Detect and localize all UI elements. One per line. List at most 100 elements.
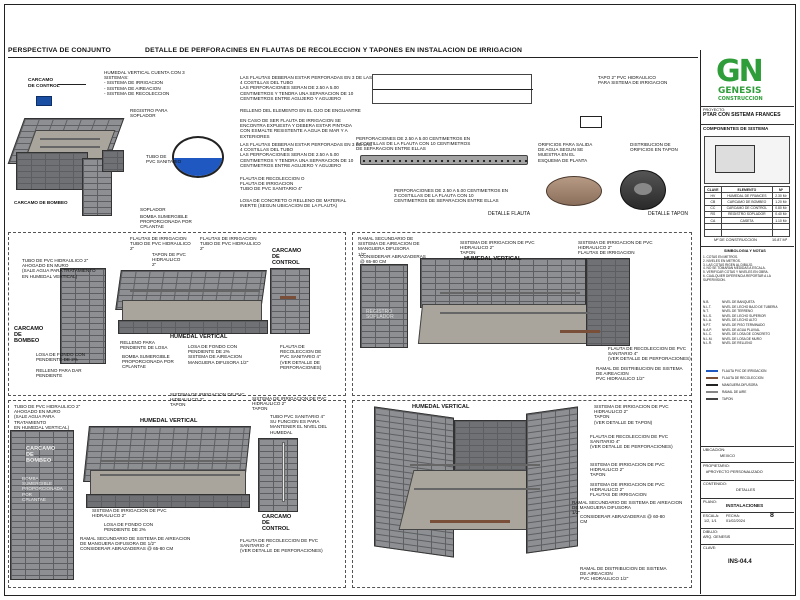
tapon-cap-3d [546, 176, 602, 206]
panel-c [8, 400, 346, 588]
panel-d [352, 400, 692, 588]
label-tubo-sanitario-c: TUBO PVC SANITARIO 4" SU FUNCION ES PARA… [270, 414, 328, 435]
irrigation-flute [440, 312, 590, 314]
irrigation-flute [410, 464, 540, 466]
tb-lista: N.B. N.L.T. N.T. N.L.S. N.L.A. N.P.T. N.… [703, 300, 713, 346]
panel-b [352, 232, 692, 396]
note-flauta-tubo: FLAUTA DE RECOLECCION O FLAUTA DE IRRIGA… [240, 176, 305, 192]
irrigation-flute [100, 474, 240, 476]
tb-divider [700, 498, 794, 499]
humedal-side-b [586, 258, 630, 346]
tb-proyecto-label: PROYECTO: [703, 108, 726, 112]
tapon-section [580, 116, 602, 128]
humedal-front-c [86, 494, 250, 508]
irrigation-flute [100, 460, 240, 462]
tb-divider [700, 512, 794, 513]
label-relleno-losa-a: RELLENO PARA PENDIENTE DE LOSA [120, 340, 168, 351]
label-humedal-sistemas: HUMEDAL VERTICAL CUENTA CON 3 SISTEMAS: … [104, 70, 185, 96]
collection-pipe [280, 296, 296, 299]
header-line [8, 57, 698, 58]
label-ramal-c: RAMAL SECUNDARIO DE SISTEMA DE AIREACION… [80, 536, 191, 552]
label-sistema-irr-b: SISTEMA DE IRRIGACION DE PVC HIDRAULICO … [460, 240, 535, 256]
label-carcamo-bombeo-a: CARCAMO DE BOMBEO [14, 326, 44, 345]
label-sistema-irr-c2: SISTEMA DE IRRIGACION DE PVC HIDRAULICO … [252, 396, 327, 412]
collection-pipe [430, 520, 510, 523]
humedal-back-b [420, 258, 586, 308]
carcamo-bombeo-c [10, 430, 74, 580]
label-relleno-a: RELLENO PARA DAR PENDIENTE [36, 368, 82, 379]
flute-plan-view [372, 74, 533, 104]
tb-site-plan-box [715, 145, 755, 173]
title-block [700, 50, 794, 594]
carcamo-bombeo-a [60, 268, 106, 364]
label-humedal-c: HUMEDAL VERTICAL [140, 418, 198, 424]
tb-divider [700, 528, 794, 529]
label-tapo: TAPO 2" PVC HIDRAULICO PARA SISTEMA DE I… [598, 75, 668, 86]
tb-site-plan [704, 136, 790, 184]
leader-line [373, 89, 533, 90]
tapon-hole [634, 183, 652, 195]
label-detalle-flauta: DETALLE FLAUTA [488, 211, 531, 217]
humedal-back-d [454, 420, 538, 480]
label-ramal-b: RAMAL SECUNDARIO DE SISTEMA DE AIREACION… [358, 236, 420, 257]
sanitary-pipe [282, 442, 285, 502]
note-flauta-irrigacion: EN CASO DE SER FLAUTA DE IRRIGACION SE E… [240, 118, 352, 139]
tb-propietario: #PROYECTO PERSONALIZADO [706, 470, 763, 474]
note-relleno: RELLENO DEL ELEMENTO EN EL OJO DE ENGUAN… [240, 108, 361, 113]
label-perforaciones-1: PERFORACIONES DE 2.50 A 5.00 CENTIMETROS… [356, 136, 471, 152]
table-cell [771, 229, 791, 237]
tb-propietario-label: PROPIETARIO: [703, 464, 730, 468]
legend-label: MANGUERA DIFUSORA [722, 383, 758, 387]
label-bomba-c: BOMBA SUMERGIBLE PROPORCIONADA POR CPLAN… [22, 476, 63, 502]
label-soplador: SOPLADOR [140, 207, 166, 212]
label-perforaciones-2: PERFORACIONES DE 2.50 A 5.00 CENTIMETROS… [394, 188, 509, 204]
table-cell [720, 229, 773, 237]
label-flauta-rec-b: FLAUTA DE RECOLECCION DE PVC SANITARIO 4… [608, 346, 691, 362]
logo-gn: GN [716, 54, 764, 89]
label-bomba-a: BOMBA SUMERGIBLE PROPORCIONADA POR CPLAN… [122, 354, 174, 370]
irrigation-flute [130, 290, 260, 292]
label-abrazaderas-b: CONSIDERAR ABRAZADERAS @ 65-80 CM [360, 254, 426, 265]
label-losa-fondo-a: LOSA DE FONDO CON PENDIENTE DE 2% [36, 352, 86, 363]
label-sistema-irr-d: SISTEMA DE IRRIGACION DE PVC HIDRAULICO … [594, 404, 669, 425]
legend-label: RAMAL DE AIRE [722, 390, 747, 394]
label-flauta-rec-d: FLAUTA DE RECOLECCION DE PVC SANITARIO 4… [590, 434, 673, 450]
tb-plano: INSTALACIONES [726, 503, 764, 508]
label-registro-b: REGISTRO SOPLADOR [366, 309, 394, 321]
tb-fecha-label: FECHA: [726, 514, 740, 518]
label-sistema-irr-d3: SISTEMA DE IRRIGACION DE PVC HIDRAULICO … [590, 482, 665, 498]
tb-divider [700, 462, 794, 463]
label-flautas-irr-a: FLAUTAS DE IRRIGACION TUBO DE PVC HIDRAU… [130, 236, 191, 252]
tb-ubicacion: MEXICO [720, 454, 735, 458]
humedal-wall-front [16, 152, 88, 190]
label-tapon-a: TAPON DE PVC HIDRAULICO 2" [152, 252, 186, 268]
table-row [704, 229, 791, 237]
registro-soplador-b [360, 264, 408, 348]
tb-proyecto: PTAR CON SISTEMA FRANCES [703, 112, 781, 118]
tb-divider [700, 544, 794, 545]
label-sistema-irr-b2: SISTEMA DE IRRIGACION DE PVC HIDRAULICO … [578, 240, 653, 256]
sheet-frame [4, 4, 796, 596]
label-sistema-irr-c: SISTEMA DE IRRIGACION DE PVC HIDRAULICO … [170, 392, 245, 408]
leader-line [58, 84, 86, 85]
humedal-front-a [118, 320, 268, 334]
legend-swatch-ramal [706, 391, 718, 393]
label-detalle-tapon: DETALLE TAPON [648, 211, 689, 217]
logo-brand: GENESIS [718, 86, 762, 96]
label-losa-c: LOSA DE FONDO CON PENDIENTE DE 2% [104, 522, 154, 533]
label-ramal-dist-b: RAMAL DE DISTRIBUCION DE SISTEMA DE AIRE… [596, 366, 683, 382]
tb-divider [700, 480, 794, 481]
tb-plano-label: PLANO: [703, 500, 717, 504]
label-carcamo-control: CARCAMO DE CONTROL [28, 78, 60, 90]
legend-label: FLAUTA DE RECOLECCION [722, 376, 764, 380]
humedal-right-d [526, 406, 578, 554]
tb-notas: 1. COTAS EN METROS. 2. NIVELES EN METROS… [703, 255, 771, 282]
label-humedal-b: HUMEDAL VERTICAL [464, 256, 522, 262]
label-sistema-irr-d2: SISTEMA DE IRRIGACION DE PVC HIDRAULICO … [590, 462, 665, 478]
note-perforacion-1: LAS FLAUTAS DEBERAN ESTAR PERFORADAS EN … [240, 75, 373, 101]
label-ramal-d: RAMAL SECUNDARIO DE SISTEMA DE AIREACION… [572, 500, 683, 516]
tb-numero: 8 [770, 512, 774, 519]
label-carcamo-control-a: CARCAMO DE CONTROL [272, 248, 302, 267]
